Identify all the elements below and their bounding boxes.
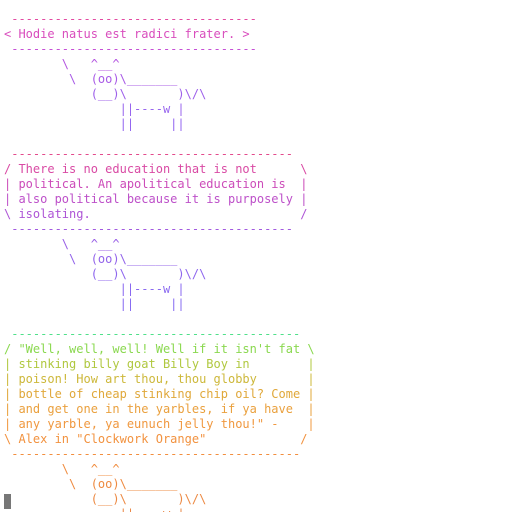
terminal-line: \ ^__^	[4, 237, 120, 251]
terminal-line: ----------------------------------------	[4, 327, 301, 341]
terminal-line: | and get one in the yarbles, if ya have…	[4, 402, 315, 416]
terminal-line: (__)\ )\/\	[4, 87, 207, 101]
terminal-output: ----------------------------------< Hodi…	[4, 12, 315, 512]
terminal-line: | stinking billy goat Billy Boy in |	[4, 357, 315, 371]
terminal-line: \ ^__^	[4, 57, 120, 71]
terminal-line: ---------------------------------------	[4, 147, 293, 161]
terminal-line: / There is no education that is not \	[4, 162, 308, 176]
terminal-line: < Hodie natus est radici frater. >	[4, 27, 250, 41]
terminal-line: || ||	[4, 117, 185, 131]
terminal-line: ----------------------------------------	[4, 447, 301, 461]
terminal-line: | bottle of cheap stinking chip oil? Com…	[4, 387, 315, 401]
text-cursor	[4, 494, 11, 509]
terminal-line: ||----w |	[4, 282, 185, 296]
terminal-line: \ (oo)\_______	[4, 477, 178, 491]
terminal-line: ----------------------------------	[4, 12, 257, 26]
terminal-line: \ (oo)\_______	[4, 252, 178, 266]
terminal-line: | political. An apolitical education is …	[4, 177, 308, 191]
terminal-line: ---------------------------------------	[4, 222, 293, 236]
terminal-line: \ Alex in "Clockwork Orange" /	[4, 432, 308, 446]
terminal-line: \ (oo)\_______	[4, 72, 178, 86]
terminal-line: ||----w |	[4, 507, 315, 512]
terminal-line: \ isolating. /	[4, 207, 308, 221]
terminal-line: ||----w |	[4, 102, 185, 116]
terminal-line: | also political because it is purposely…	[4, 192, 308, 206]
terminal-line: || ||	[4, 297, 185, 311]
terminal-line: / "Well, well, well! Well if it isn't fa…	[4, 342, 315, 356]
terminal-line: \ ^__^	[4, 462, 120, 476]
terminal-line	[4, 132, 315, 147]
terminal-line: | any yarble, ya eunuch jelly thou!" - |	[4, 417, 315, 431]
terminal-line	[4, 312, 315, 327]
terminal-line: | poison! How art thou, thou globby |	[4, 372, 315, 386]
terminal-line: ----------------------------------	[4, 42, 257, 56]
terminal-line: (__)\ )\/\	[4, 267, 207, 281]
terminal-line: (__)\ )\/\	[4, 492, 207, 506]
